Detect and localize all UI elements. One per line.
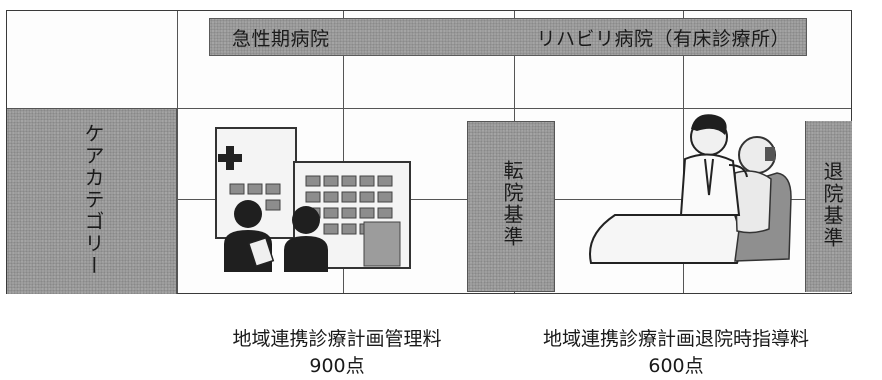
- fee-points: 900点: [309, 355, 365, 377]
- grid-line: [177, 11, 179, 293]
- care-category-block: ケアカテゴリー: [7, 108, 177, 294]
- hospital-building-icon: [215, 127, 411, 272]
- care-pathway-board: 急性期病院 リハビリ病院（有床診療所） ケアカテゴリー 転院基準: [6, 10, 852, 294]
- grid-line: [343, 11, 345, 293]
- fee-name: 地域連携診療計画退院時指導料: [542, 328, 809, 350]
- fee-label-discharge-guidance: 地域連携診療計画退院時指導料 600点: [526, 326, 826, 380]
- fee-label-management: 地域連携診療計画管理料 900点: [212, 326, 462, 380]
- grid-line: [7, 108, 851, 110]
- transfer-criteria-label: 転院基準: [500, 160, 524, 248]
- transfer-criteria-block: 転院基準: [467, 121, 555, 292]
- acute-hospital-label: 急性期病院: [232, 27, 330, 50]
- discharge-criteria-block: 退院基準: [805, 121, 852, 292]
- care-category-label: ケアカテゴリー: [81, 123, 105, 277]
- discharge-criteria-label: 退院基準: [820, 161, 844, 249]
- fee-points: 600点: [648, 355, 704, 377]
- fee-name: 地域連携診療計画管理料: [232, 328, 442, 350]
- hospital-type-banner: 急性期病院 リハビリ病院（有床診療所）: [209, 18, 807, 56]
- grid-line: [7, 199, 851, 201]
- doctor-patient-icon: [589, 114, 792, 264]
- grid-line: [683, 11, 685, 293]
- rehab-hospital-label: リハビリ病院（有床診療所）: [536, 27, 790, 50]
